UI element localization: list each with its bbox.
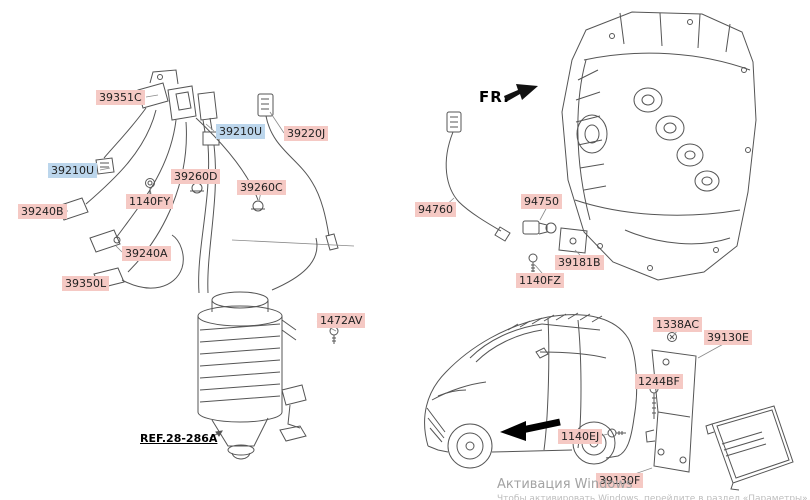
vehicle-drawing [424,312,638,469]
fr-direction-label: FR. [479,88,510,106]
location-arrow-icon [500,418,561,441]
callout-39350L[interactable]: 39350L [62,276,110,291]
callout-39240B[interactable]: 39240B [18,204,67,219]
callout-1140EJ[interactable]: 1140EJ [558,429,603,444]
callout-39210U-top[interactable]: 39210U [216,124,266,139]
callout-39220J[interactable]: 39220J [284,126,329,141]
callout-39210U-left[interactable]: 39210U [48,163,98,178]
callout-39181B[interactable]: 39181B [555,255,604,270]
callout-39260C[interactable]: 39260C [237,180,286,195]
ref-28-286A-link[interactable]: REF.28-286A [140,432,218,445]
ecu-bracket-drawing [607,332,794,491]
windows-activation-watermark-line2: Чтобы активировать Windows, перейдите в … [497,494,810,500]
fr-arrow-icon [504,84,538,102]
callout-94750[interactable]: 94750 [521,194,562,209]
callout-39260D[interactable]: 39260D [171,169,221,184]
callout-1472AV[interactable]: 1472AV [317,313,366,328]
callout-39240A[interactable]: 39240A [122,246,171,261]
callout-1338AC[interactable]: 1338AC [653,317,703,332]
callout-1140FY[interactable]: 1140FY [126,194,174,209]
callout-39130E[interactable]: 39130E [704,330,752,345]
callout-39351C[interactable]: 39351C [96,90,145,105]
callout-39130F[interactable]: 39130F [596,473,644,488]
windows-activation-watermark: Активация Windows [497,477,633,492]
engine-drawing [561,11,757,281]
callout-1140FZ[interactable]: 1140FZ [516,273,564,288]
oxygen-sensor-harness-drawing [445,111,588,272]
callout-94760[interactable]: 94760 [415,202,456,217]
callout-1244BF[interactable]: 1244BF [635,374,683,389]
catalytic-converter-drawing [197,237,339,460]
